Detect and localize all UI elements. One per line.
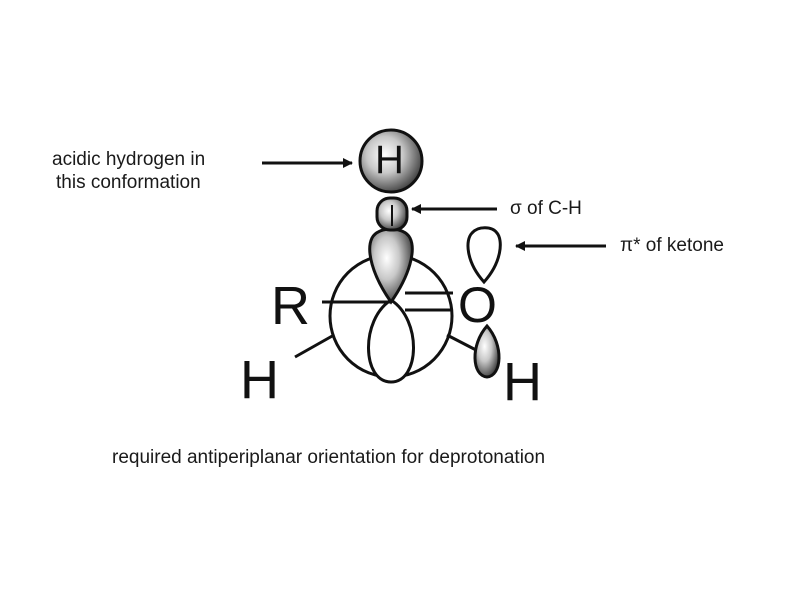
sigma-ch-label: σ of C-H bbox=[510, 198, 582, 219]
left-hydrogen-label: H bbox=[240, 350, 279, 410]
pi-star-top-lobe bbox=[466, 226, 502, 285]
acidic-hydrogen-label-line2: this conformation bbox=[56, 172, 201, 193]
right-h-bond bbox=[446, 333, 477, 352]
pi-star-bottom-lobe bbox=[473, 323, 501, 379]
right-hydrogen-label: H bbox=[503, 352, 542, 412]
left-h-bond bbox=[294, 333, 335, 359]
lower-orbital-lobe bbox=[367, 298, 415, 384]
r-group-label: R bbox=[271, 276, 310, 336]
acidic-hydrogen-label-line1: acidic hydrogen in bbox=[52, 149, 206, 170]
pi-star-ketone-label: π* of ketone bbox=[620, 235, 724, 256]
hydrogen-sphere bbox=[358, 128, 424, 194]
top-hydrogen-label: H bbox=[375, 138, 404, 182]
oxygen-label: O bbox=[458, 277, 497, 333]
ch-sigma-large-lobe bbox=[368, 227, 414, 305]
caption: required antiperiplanar orientation for … bbox=[112, 447, 546, 468]
